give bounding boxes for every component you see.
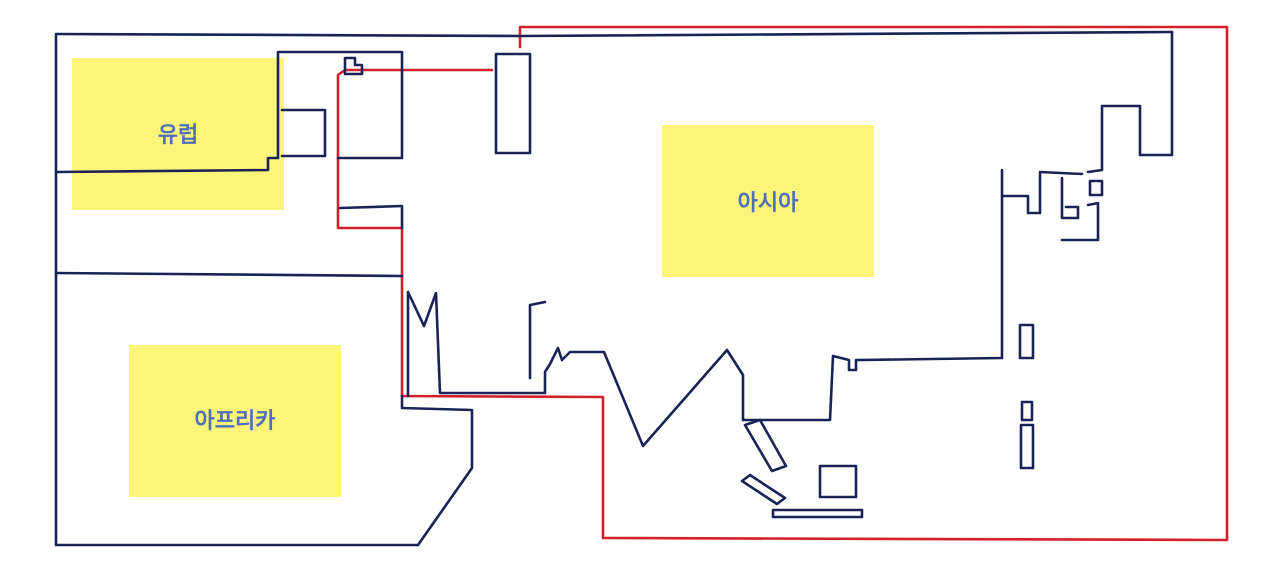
asia-label: 아시아 bbox=[738, 191, 799, 216]
europe-region bbox=[72, 58, 284, 210]
europe-label: 유럽 bbox=[158, 123, 198, 148]
navy-outline bbox=[54, 30, 1174, 547]
asia-region bbox=[662, 125, 874, 277]
africa-label: 아프리카 bbox=[195, 409, 276, 434]
africa-region bbox=[129, 345, 341, 497]
